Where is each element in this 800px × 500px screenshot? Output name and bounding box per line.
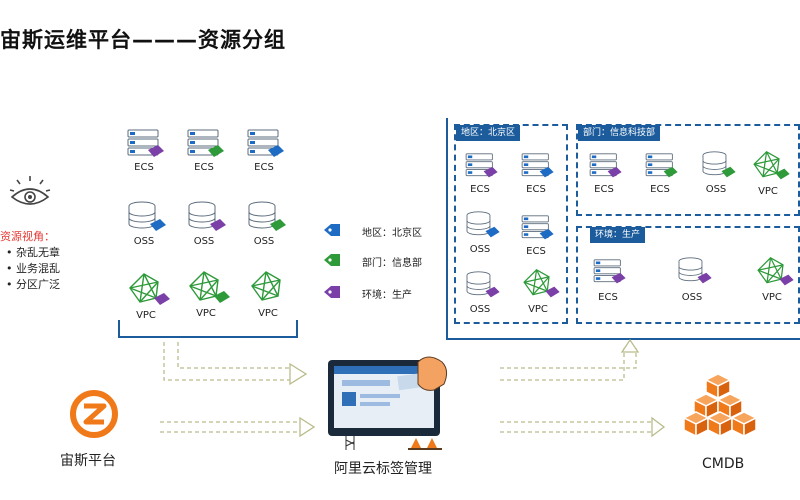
resource-label: OSS <box>193 236 215 247</box>
resource-label: VPC <box>528 304 548 315</box>
perspective-item: • 分区广泛 <box>6 278 60 291</box>
vpc-network-icon <box>250 270 292 310</box>
environment-group-tag: 环境：生产 <box>590 227 646 243</box>
oss-storage-icon <box>246 200 286 238</box>
perspective-title: 资源视角： <box>0 230 55 243</box>
zeus-platform-label: 宙斯平台 <box>60 453 116 469</box>
region-group-tag: 地区：北京区 <box>456 125 521 141</box>
resource-label: ECS <box>526 184 546 195</box>
ecs-server-icon <box>592 258 626 290</box>
ecs-server-icon <box>520 152 554 184</box>
perspective-item: • 业务混乱 <box>6 262 60 275</box>
monitor-illustration-icon <box>322 352 462 456</box>
vpc-network-icon <box>756 256 794 292</box>
tag-icon <box>322 284 342 304</box>
flow-arrows-left <box>150 338 320 448</box>
resource-label: ECS <box>194 162 214 173</box>
cmdb-label: CMDB <box>702 456 745 472</box>
vpc-network-icon <box>752 150 790 186</box>
resource-label: ECS <box>526 246 546 257</box>
oss-storage-icon <box>676 256 712 290</box>
resource-label: OSS <box>253 236 275 247</box>
resource-label: OSS <box>681 292 703 303</box>
oss-storage-icon <box>464 210 500 244</box>
ecs-server-icon <box>464 152 498 184</box>
left-bracket <box>118 320 298 338</box>
environment-group <box>576 226 800 324</box>
grouping-frame <box>446 118 800 340</box>
oss-storage-icon <box>700 150 736 184</box>
legend-label: 地区：北京区 <box>362 228 422 239</box>
flow-arrows-right <box>494 338 666 448</box>
legend-label: 部门：信息部 <box>362 258 422 269</box>
oss-storage-icon <box>126 200 166 238</box>
resource-label: VPC <box>196 308 216 319</box>
oss-storage-icon <box>186 200 226 238</box>
ecs-server-icon <box>588 152 622 184</box>
resource-label: ECS <box>254 162 274 173</box>
legend-label: 环境：生产 <box>362 290 412 301</box>
eye-icon <box>8 175 52 211</box>
resource-label: ECS <box>650 184 670 195</box>
vpc-network-icon <box>522 268 560 304</box>
resource-label: VPC <box>762 292 782 303</box>
department-group <box>576 124 800 216</box>
aliyun-tag-label: 阿里云标签管理 <box>334 461 432 477</box>
resource-label: VPC <box>258 308 278 319</box>
cmdb-cubes-icon <box>682 370 762 444</box>
resource-label: ECS <box>470 184 490 195</box>
oss-storage-icon <box>464 270 500 304</box>
ecs-server-icon <box>126 128 164 164</box>
perspective-item: • 杂乱无章 <box>6 246 60 259</box>
tag-icon <box>322 252 342 272</box>
ecs-server-icon <box>246 128 284 164</box>
vpc-network-icon <box>128 272 170 312</box>
resource-label: ECS <box>594 184 614 195</box>
ecs-server-icon <box>644 152 678 184</box>
ecs-server-icon <box>186 128 224 164</box>
resource-label: OSS <box>469 244 491 255</box>
zeus-logo-icon <box>66 386 122 446</box>
resource-label: OSS <box>133 236 155 247</box>
resource-label: ECS <box>598 292 618 303</box>
vpc-network-icon <box>188 270 230 310</box>
resource-label: VPC <box>136 310 156 321</box>
ecs-server-icon <box>520 214 554 246</box>
tag-icon <box>322 222 342 242</box>
page-title: 宙斯运维平台———资源分组 <box>0 28 286 52</box>
resource-label: OSS <box>705 184 727 195</box>
resource-label: OSS <box>469 304 491 315</box>
department-group-tag: 部门：信息科技部 <box>578 125 661 141</box>
resource-label: ECS <box>134 162 154 173</box>
resource-label: VPC <box>758 186 778 197</box>
